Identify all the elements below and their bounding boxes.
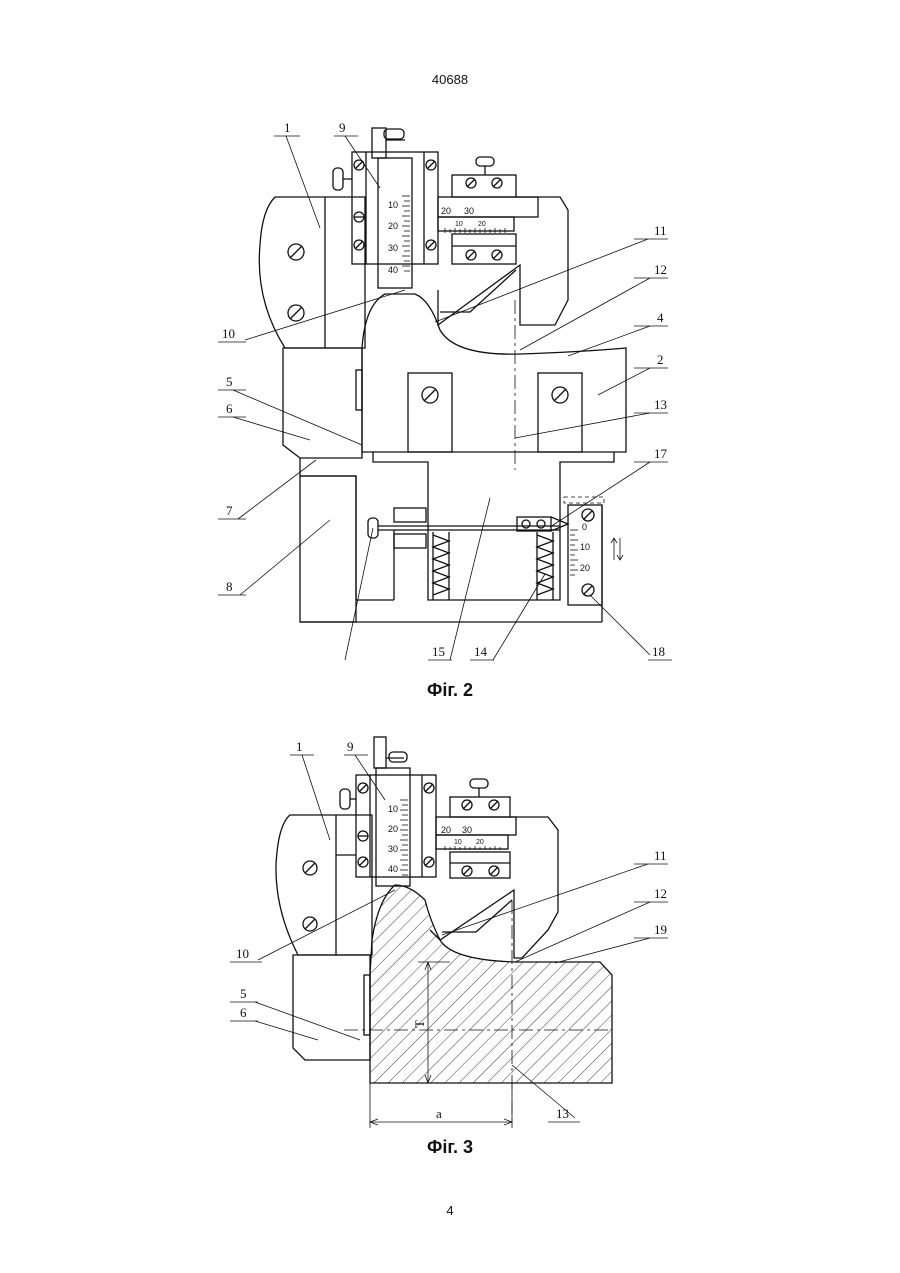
fig2-label-9: 9 (339, 120, 346, 135)
fig2-hscale-small-10: 10 (455, 221, 463, 228)
fig2-label-6: 6 (226, 401, 233, 416)
fig2-label-1: 1 (284, 120, 291, 135)
fig2-hscale-20: 20 (441, 206, 451, 216)
fig3-label-19: 19 (654, 922, 667, 937)
fig3-hscale-small-10: 10 (454, 839, 462, 846)
fig3-dimension-T: T (412, 1020, 427, 1028)
fig3-hscale-20: 20 (441, 825, 451, 835)
fig2-rscale-20: 20 (580, 563, 590, 573)
fig3-label-10: 10 (236, 946, 249, 961)
fig2-label-7: 7 (226, 503, 233, 518)
fig2-rscale-10: 10 (580, 542, 590, 552)
fig2-hscale-small-20: 20 (478, 221, 486, 228)
fig2-label-12: 12 (654, 262, 667, 277)
figure-2-caption: Фіг. 2 (350, 680, 550, 701)
figure-3-drawing (230, 737, 668, 1128)
figure-3-caption: Фіг. 3 (350, 1137, 550, 1158)
fig2-label-10: 10 (222, 326, 235, 341)
fig2-rscale-0: 0 (582, 522, 587, 532)
fig3-vscale-30: 30 (388, 844, 398, 854)
fig2-vscale-30: 30 (388, 243, 398, 253)
fig3-hscale-small-20: 20 (476, 839, 484, 846)
fig2-label-8: 8 (226, 579, 233, 594)
fig3-hscale-30: 30 (462, 825, 472, 835)
fig2-label-5: 5 (226, 374, 233, 389)
fig3-label-5: 5 (240, 986, 247, 1001)
fig3-vscale-10: 10 (388, 804, 398, 814)
fig2-label-13: 13 (654, 397, 667, 412)
fig2-vscale-40: 40 (388, 265, 398, 275)
fig3-label-12: 12 (654, 886, 667, 901)
fig2-label-4: 4 (657, 310, 664, 325)
fig2-label-17: 17 (654, 446, 668, 461)
fig3-label-13: 13 (556, 1106, 569, 1121)
fig3-label-9: 9 (347, 739, 354, 754)
fig2-label-15: 15 (432, 644, 445, 659)
fig2-label-14: 14 (474, 644, 488, 659)
fig3-dimension-a: a (436, 1106, 442, 1121)
fig3-label-1: 1 (296, 739, 303, 754)
fig2-hscale-30: 30 (464, 206, 474, 216)
fig2-vscale-20: 20 (388, 221, 398, 231)
fig2-vscale-10: 10 (388, 200, 398, 210)
fig3-label-6: 6 (240, 1005, 247, 1020)
fig2-label-11: 11 (654, 223, 667, 238)
fig2-label-18: 18 (652, 644, 665, 659)
fig2-label-2: 2 (657, 352, 664, 367)
fig3-label-11: 11 (654, 848, 667, 863)
fig3-vscale-40: 40 (388, 864, 398, 874)
page-number: 4 (350, 1203, 550, 1218)
fig3-vscale-20: 20 (388, 824, 398, 834)
